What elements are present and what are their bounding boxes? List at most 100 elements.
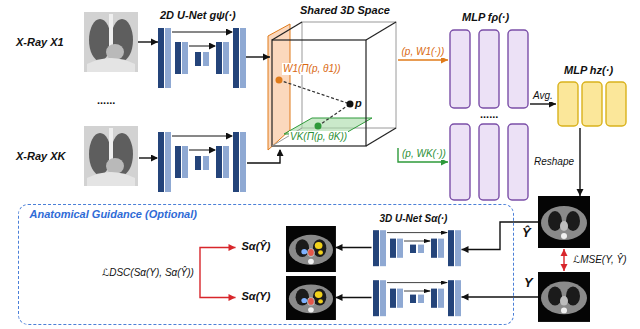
connector <box>577 128 584 196</box>
arrow-head <box>462 294 469 301</box>
arrow-head <box>549 101 556 108</box>
seg-prediction: Sα(Ŷ) <box>236 226 336 272</box>
unet-3d-drawings <box>373 280 461 316</box>
xray-images <box>84 12 138 186</box>
arrow-head <box>441 159 448 166</box>
edge-label: (p, WK(·)) <box>401 148 447 160</box>
ellipsis: ...... <box>480 108 498 121</box>
node-label: Sα(Y) <box>242 290 271 303</box>
unet-3d-drawings <box>373 230 461 266</box>
arrow-head <box>263 54 270 61</box>
edge-label: ℒDSC(Sα(Y), Sα(Ŷ)) <box>101 267 195 279</box>
connector <box>336 244 372 251</box>
xray-image: X-Ray XK <box>84 126 138 186</box>
mlp-h-layers <box>558 82 578 126</box>
connector <box>530 101 556 108</box>
connector <box>462 294 539 301</box>
shared-cube <box>268 22 396 150</box>
shared-cube <box>272 22 302 40</box>
connector <box>462 222 539 253</box>
arrow-head <box>462 246 469 253</box>
connector-line <box>398 148 448 162</box>
xray-image: X-Ray X1 <box>84 12 138 72</box>
ellipsis: ...... <box>97 94 115 107</box>
shared-cube <box>315 123 322 130</box>
shared-cube <box>318 104 350 126</box>
mlp-f-layers <box>450 30 528 200</box>
shared-cube <box>279 80 350 104</box>
layout-arrow <box>247 150 280 163</box>
node-label: Anatomical Guidance (Optional) <box>30 208 197 221</box>
connector <box>138 39 158 46</box>
unet-2d: 2D U-Net gψ(·) <box>158 26 246 90</box>
unet-3d: 3D U-Net Sα(·) <box>372 228 462 318</box>
point-label: p <box>355 97 362 110</box>
mlp-f-layers <box>479 124 499 200</box>
connector-line <box>579 128 580 196</box>
unet-2d-drawings <box>158 132 246 192</box>
arrow-head <box>441 57 448 64</box>
mlp-f-layers <box>450 30 470 108</box>
connector-line <box>462 296 539 297</box>
shared-cube <box>268 24 290 150</box>
mlp-h-layers <box>606 82 626 126</box>
xray-images <box>84 126 138 186</box>
unet-2d-drawings <box>158 28 246 88</box>
shared-cube <box>276 77 283 84</box>
shared-3d-cube: Shared 3D Space <box>270 20 398 148</box>
connector-line <box>398 59 448 60</box>
arrow-head <box>229 294 236 301</box>
edge-label: Avg. <box>532 90 554 102</box>
arrow-head <box>336 244 343 251</box>
arrow-head <box>229 244 236 251</box>
layout-arrow <box>139 150 280 163</box>
projection-label: W1(Π(p, θ1)) <box>282 63 342 75</box>
arrow-head <box>577 189 584 196</box>
shared-cube <box>366 22 396 40</box>
mlp-h: MLP hz(·) <box>556 80 630 128</box>
arrow-head <box>561 249 568 256</box>
projection-label: VK(Π(p, θK)) <box>289 131 348 143</box>
node-label: MLP fρ(·) <box>462 11 509 24</box>
shared-cube <box>366 128 396 146</box>
node-label: X-Ray X1 <box>16 36 64 49</box>
shared-cube <box>347 101 354 108</box>
seg-ground-truth: Sα(Y) <box>236 276 336 320</box>
connector <box>398 148 448 166</box>
unet-2d-drawings <box>158 28 246 192</box>
mlp-h-layers <box>558 82 626 126</box>
shared-cube <box>272 40 366 146</box>
node-label: Y <box>524 276 533 291</box>
node-label: Shared 3D Space <box>300 4 390 17</box>
node-label: 3D U-Net Sα(·) <box>380 213 448 225</box>
segmentation-images <box>286 226 336 272</box>
mlp-f-layers <box>508 124 528 200</box>
ct-images <box>538 196 590 248</box>
node-label: Ŷ <box>522 226 531 241</box>
connector <box>200 244 236 301</box>
ct-prediction: Ŷ <box>538 196 590 248</box>
edge-label: ℒMSE(Y, Ŷ) <box>572 254 628 266</box>
connector <box>246 54 270 61</box>
node-label: Sα(Ŷ) <box>242 240 271 253</box>
connector-line <box>462 222 539 250</box>
guidance-region: Anatomical Guidance (Optional) 3D U-Net S… <box>18 204 514 325</box>
connector <box>561 249 568 271</box>
node-label: MLP hz(·) <box>564 64 613 77</box>
ct-ground-truth: Y <box>538 272 590 322</box>
node-label: 2D U-Net gψ(·) <box>160 9 236 22</box>
arrow-head <box>561 264 568 271</box>
connector <box>398 57 448 64</box>
layout-arrow <box>139 157 157 158</box>
shared-cube <box>302 22 396 128</box>
mlp-f-layers <box>479 30 499 108</box>
connector <box>336 294 372 301</box>
xray-images <box>84 12 138 72</box>
arrow-head <box>336 294 343 301</box>
node-label: X-Ray XK <box>16 150 66 163</box>
arrow-head <box>151 39 158 46</box>
ct-images <box>538 272 590 322</box>
connector-line <box>200 248 236 298</box>
segmentation-images <box>286 226 336 320</box>
